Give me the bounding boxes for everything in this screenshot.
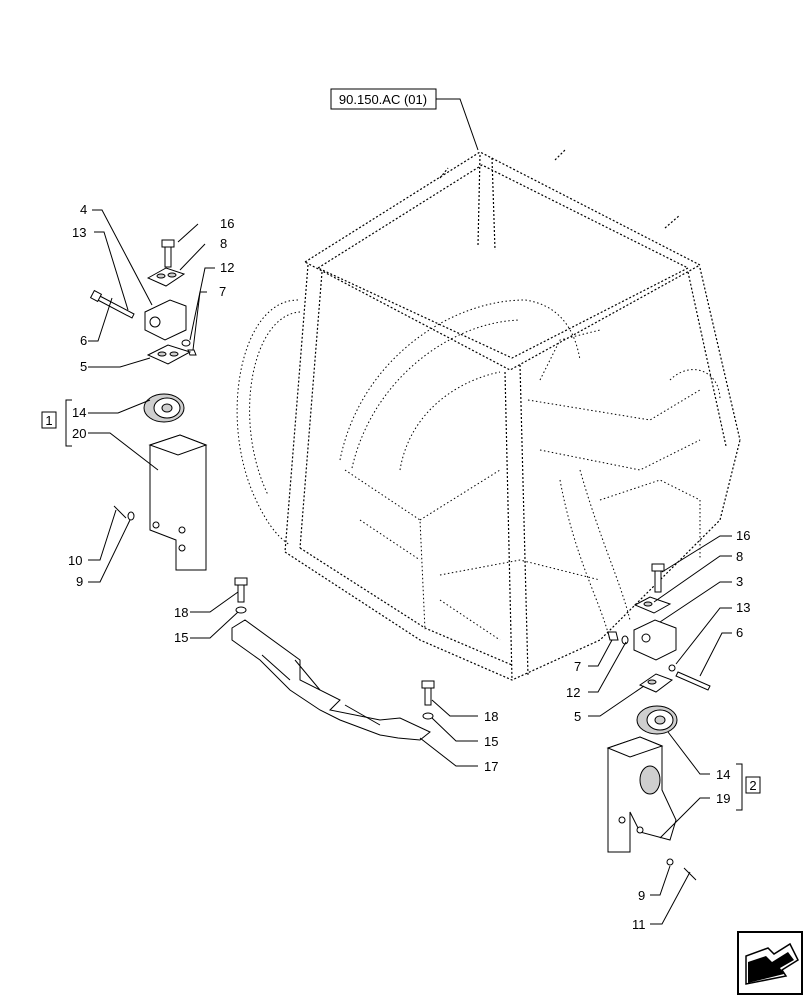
callout-6r: 6 [736, 625, 743, 640]
callout-7: 7 [219, 284, 226, 299]
callout-18b: 18 [484, 709, 498, 724]
callouts-left-mid: 14 20 10 9 [68, 405, 86, 589]
callout-13: 13 [72, 225, 86, 240]
callout-14r: 14 [716, 767, 730, 782]
callout-17: 17 [484, 759, 498, 774]
right-upper-mount-parts [607, 563, 711, 693]
callout-5: 5 [80, 359, 87, 374]
callout-10: 10 [68, 553, 82, 568]
reference-label[interactable]: 90.150.AC (01) [330, 88, 479, 151]
left-lower-mount-parts [113, 393, 208, 571]
svg-text:2: 2 [749, 778, 756, 793]
svg-text:1: 1 [45, 413, 52, 428]
callout-14: 14 [72, 405, 86, 420]
callout-20: 20 [72, 426, 86, 441]
callout-15a: 15 [174, 630, 188, 645]
callout-12r: 12 [566, 685, 580, 700]
callout-3: 3 [736, 574, 743, 589]
left-upper-mount-parts [89, 239, 197, 365]
group-box-1[interactable]: 1 [41, 411, 57, 429]
callout-18a: 18 [174, 605, 188, 620]
callout-6: 6 [80, 333, 87, 348]
center-bottom-parts [231, 577, 435, 741]
callout-13r: 13 [736, 600, 750, 615]
callouts-right-top: 16 8 3 13 6 7 12 5 [566, 528, 750, 724]
callout-16: 16 [220, 216, 234, 231]
callouts-left-top: 4 16 13 8 12 7 6 5 [72, 202, 234, 374]
callout-7r: 7 [574, 659, 581, 674]
callout-15b: 15 [484, 734, 498, 749]
callout-8r: 8 [736, 549, 743, 564]
callout-4: 4 [80, 202, 87, 217]
callout-9: 9 [76, 574, 83, 589]
callout-9r: 9 [638, 888, 645, 903]
group-box-2[interactable]: 2 [745, 776, 761, 794]
callouts-right-bottom: 14 19 9 11 [632, 767, 730, 932]
callout-16r: 16 [736, 528, 750, 543]
callouts-center-bottom: 18 15 18 15 17 [174, 605, 498, 774]
next-page-arrow-icon[interactable] [737, 931, 803, 995]
callout-5r: 5 [574, 709, 581, 724]
leader-lines [65, 209, 743, 925]
cab-frame [236, 149, 741, 681]
callout-11: 11 [632, 917, 646, 932]
callout-12: 12 [220, 260, 234, 275]
callout-8: 8 [220, 236, 227, 251]
svg-text:90.150.AC (01): 90.150.AC (01) [339, 92, 427, 107]
right-lower-mount-parts [606, 705, 697, 881]
callout-19: 19 [716, 791, 730, 806]
